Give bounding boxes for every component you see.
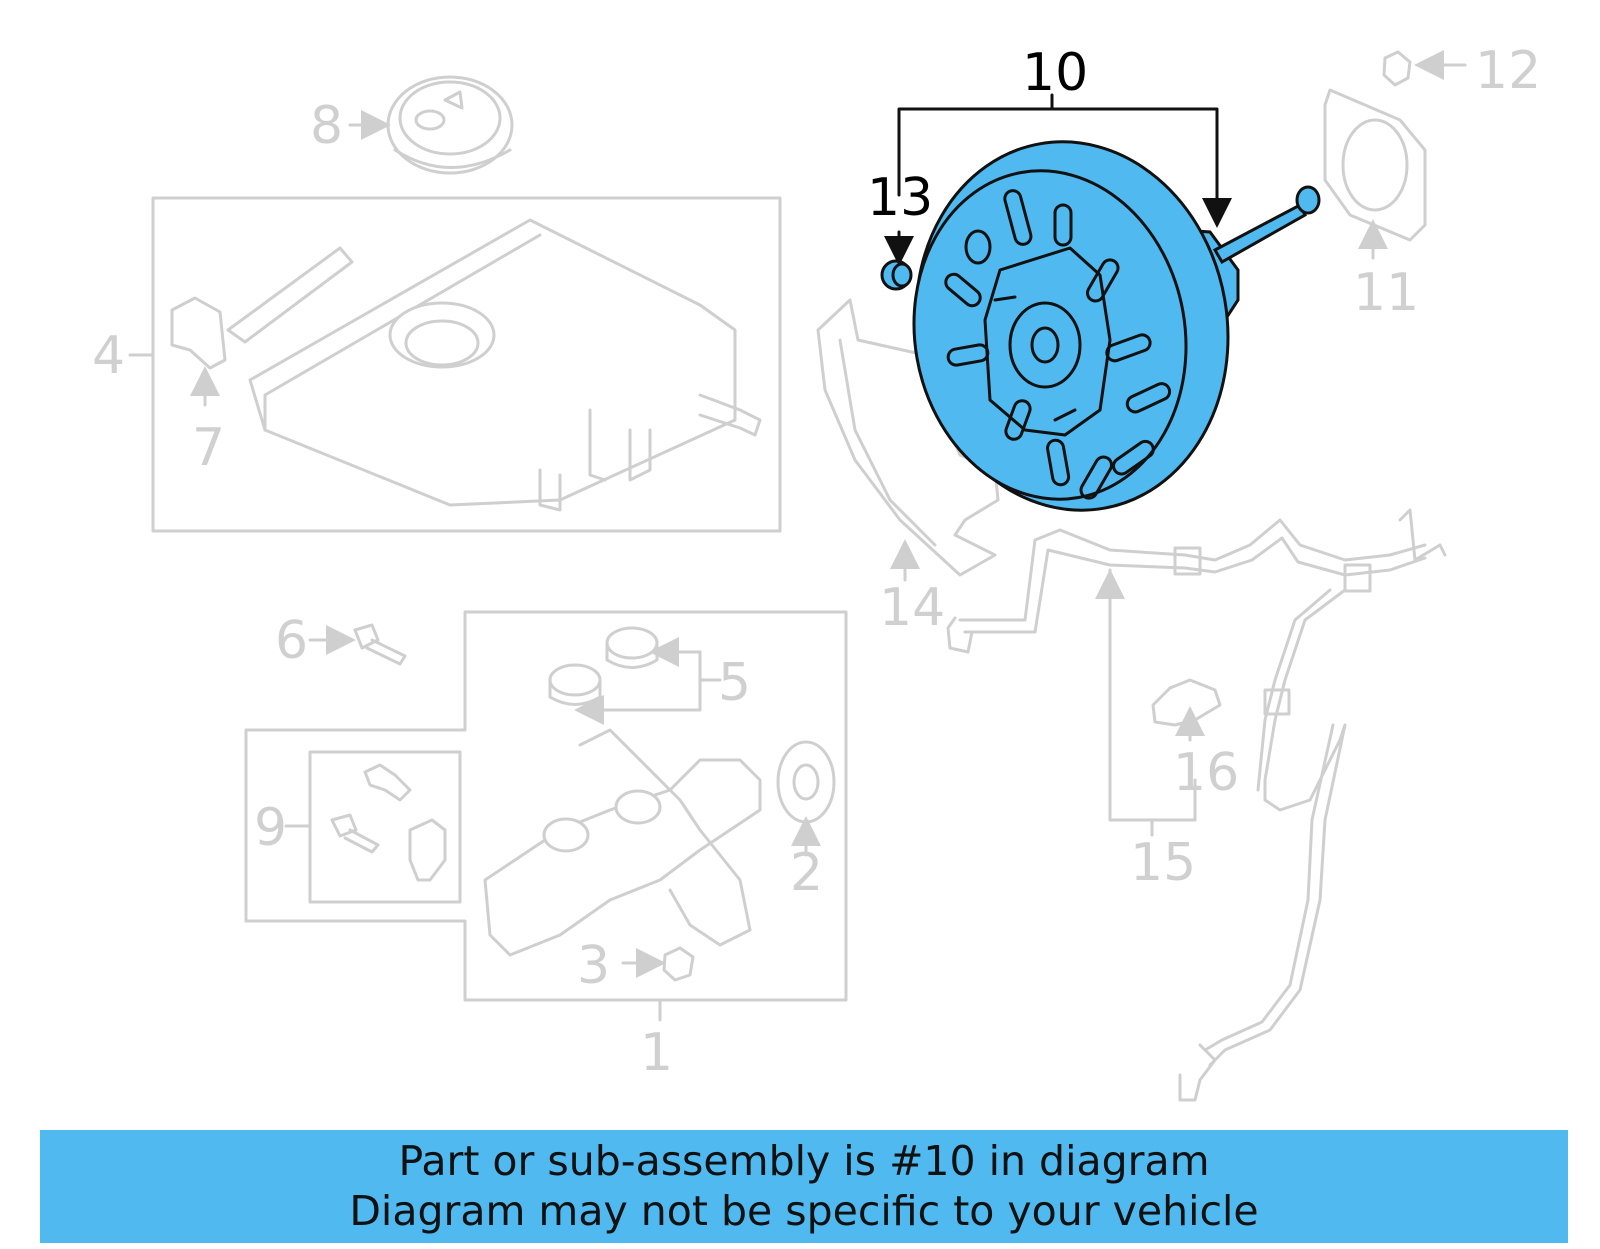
info-banner: Part or sub-assembly is #10 in diagram D… xyxy=(40,1130,1568,1243)
reservoir-group xyxy=(128,196,782,533)
banner-line-2: Diagram may not be specific to your vehi… xyxy=(349,1187,1259,1235)
master-cylinder-group xyxy=(244,610,848,1022)
heat-shield xyxy=(816,298,1000,582)
callout-15: 15 xyxy=(1130,833,1196,893)
gasket xyxy=(1323,88,1427,260)
callout-7: 7 xyxy=(192,418,225,478)
callout-4: 4 xyxy=(92,326,125,386)
callout-10: 10 xyxy=(1022,43,1088,103)
callout-9: 9 xyxy=(254,798,287,858)
clip-16 xyxy=(1151,678,1222,742)
callout-11: 11 xyxy=(1353,263,1419,323)
callout-6: 6 xyxy=(275,611,308,671)
callout-13: 13 xyxy=(867,168,933,228)
callout-8: 8 xyxy=(310,96,343,156)
nut-12 xyxy=(1382,50,1467,87)
brake-booster xyxy=(880,93,1321,512)
reservoir-cap xyxy=(348,75,514,175)
bolt-6 xyxy=(308,623,407,666)
callout-2: 2 xyxy=(790,843,823,903)
callout-1: 1 xyxy=(640,1023,673,1083)
callout-14: 14 xyxy=(879,578,945,638)
callout-5: 5 xyxy=(718,653,751,713)
callout-3: 3 xyxy=(577,936,610,996)
brake-lines xyxy=(946,508,1447,1102)
banner-line-1: Part or sub-assembly is #10 in diagram xyxy=(398,1137,1210,1185)
callout-12: 12 xyxy=(1475,41,1541,101)
callout-16: 16 xyxy=(1173,743,1239,803)
